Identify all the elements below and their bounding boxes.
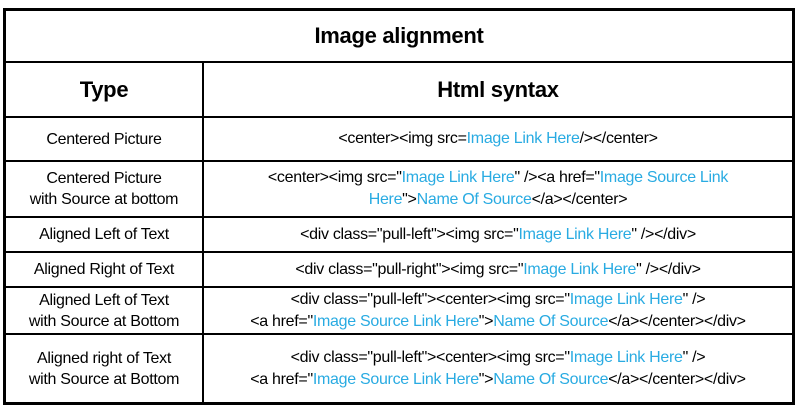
code-text: /></center> — [579, 130, 658, 147]
code-text: " /> — [682, 290, 706, 308]
type-cell-line: Aligned Right of Text — [33, 261, 175, 278]
type-cell-line: Centered Picture — [46, 170, 162, 187]
code-text: <center><img src=" — [267, 169, 402, 186]
code-text: <div class="pull-left"><center><img src=… — [290, 290, 570, 308]
type-cell-line: Aligned right of Text — [37, 349, 171, 367]
code-attribute-value-text: Image Link Here — [401, 169, 515, 186]
syntax-line: <a href="Image Source Link Here">Name Of… — [250, 369, 746, 391]
table-row: Aligned Left of Text with Source at Botto… — [6, 288, 792, 335]
type-cell-line: with Source at Bottom — [28, 370, 180, 388]
code-attribute-value-text: Image Link Here — [523, 260, 637, 278]
column-header-html-syntax: Html syntax — [437, 76, 559, 102]
syntax-cell: <div class="pull-left"><img src="Image L… — [204, 218, 792, 251]
table-row: Centered Picture with Source at bottom <ce… — [6, 162, 792, 218]
code-text: " /></div> — [631, 225, 696, 243]
code-attribute-value-text: Name Of Source — [493, 370, 609, 388]
code-text: " /></div> — [636, 260, 701, 278]
syntax-line: <div class="pull-right"><img src="Image … — [295, 259, 701, 281]
code-attribute-value-text: Image Link Here — [518, 225, 632, 243]
column-header-type: Type — [6, 63, 204, 116]
table-title-row: Image alignment — [6, 11, 792, 63]
code-text: <div class="pull-right"><img src=" — [295, 260, 524, 278]
table-title: Image alignment — [314, 23, 484, 48]
syntax-line: <center><img src="Image Link Here" /><a … — [267, 167, 729, 189]
code-text: <a href=" — [250, 312, 313, 330]
code-attribute-value-text: Image Link Here — [466, 130, 580, 147]
type-cell: Aligned Right of Text — [6, 253, 204, 286]
syntax-cell: <center><img src="Image Link Here" /><a … — [204, 162, 792, 216]
code-text: <a href=" — [250, 370, 313, 388]
code-text: <center><img src= — [338, 130, 467, 147]
syntax-line: Here">Name Of Source</a></center> — [369, 189, 628, 211]
type-cell-line: Aligned Left of Text — [39, 226, 169, 243]
code-text: " /><a href=" — [514, 169, 600, 186]
table-body: Centered Picture<center><img src=Image L… — [6, 118, 792, 402]
table-row: Aligned right of Text with Source at Bott… — [6, 335, 792, 402]
table-row: Centered Picture <center><img src=Image L… — [6, 118, 792, 162]
syntax-line: <a href="Image Source Link Here">Name Of… — [250, 311, 746, 333]
code-text: </a></center> — [531, 191, 628, 208]
code-attribute-value-text: Image Source Link Here — [312, 370, 479, 388]
code-attribute-value-text: Image Link Here — [569, 348, 683, 366]
type-cell-line: with Source at bottom — [29, 191, 179, 208]
code-text: </a></center></div> — [608, 370, 746, 388]
code-attribute-value-text: Image Source Link Here — [312, 312, 479, 330]
type-cell: Centered Picture with Source at bottom — [6, 162, 204, 216]
code-attribute-value-text: Image Link Here — [569, 290, 683, 308]
syntax-cell: <div class="pull-left"><center><img src=… — [204, 335, 792, 402]
code-text: "> — [478, 370, 494, 388]
table-header-row: Type Html syntax — [6, 63, 792, 118]
syntax-cell: <center><img src=Image Link Here/></cent… — [204, 118, 792, 160]
code-text: "> — [478, 312, 494, 330]
code-text: "> — [402, 191, 417, 208]
syntax-line: <div class="pull-left"><img src="Image L… — [300, 224, 696, 246]
type-cell: Centered Picture — [6, 118, 204, 160]
table-row: Aligned Left of Text <div class="pull-lef… — [6, 218, 792, 253]
syntax-line: <div class="pull-left"><center><img src=… — [291, 347, 706, 369]
code-attribute-value-text: Here — [368, 191, 403, 208]
type-cell: Aligned right of Text with Source at Bott… — [6, 335, 204, 402]
syntax-cell: <div class="pull-right"><img src="Image … — [204, 253, 792, 286]
table-row: Aligned Right of Text <div class="pull-ri… — [6, 253, 792, 288]
type-cell: Aligned Left of Text — [6, 218, 204, 251]
type-cell-line: Aligned Left of Text — [39, 291, 169, 309]
type-cell-line: with Source at Bottom — [28, 312, 180, 330]
code-text: <div class="pull-left"><img src=" — [300, 225, 519, 243]
type-cell: Aligned Left of Text with Source at Botto… — [6, 288, 204, 333]
code-attribute-value-text: Name Of Source — [493, 312, 609, 330]
code-attribute-value-text: Name Of Source — [416, 191, 532, 208]
image-alignment-table: Image alignment Type Html syntax Centere… — [3, 8, 795, 405]
type-cell-line: Centered Picture — [46, 130, 162, 148]
code-text: " /> — [682, 348, 706, 366]
syntax-cell: <div class="pull-left"><center><img src=… — [204, 288, 792, 333]
syntax-line: <div class="pull-left"><center><img src=… — [291, 289, 706, 311]
code-attribute-value-text: Image Source Link — [599, 169, 729, 186]
code-text: </a></center></div> — [608, 312, 746, 330]
syntax-line: <center><img src=Image Link Here/></cent… — [338, 128, 658, 150]
code-text: <div class="pull-left"><center><img src=… — [290, 348, 570, 366]
